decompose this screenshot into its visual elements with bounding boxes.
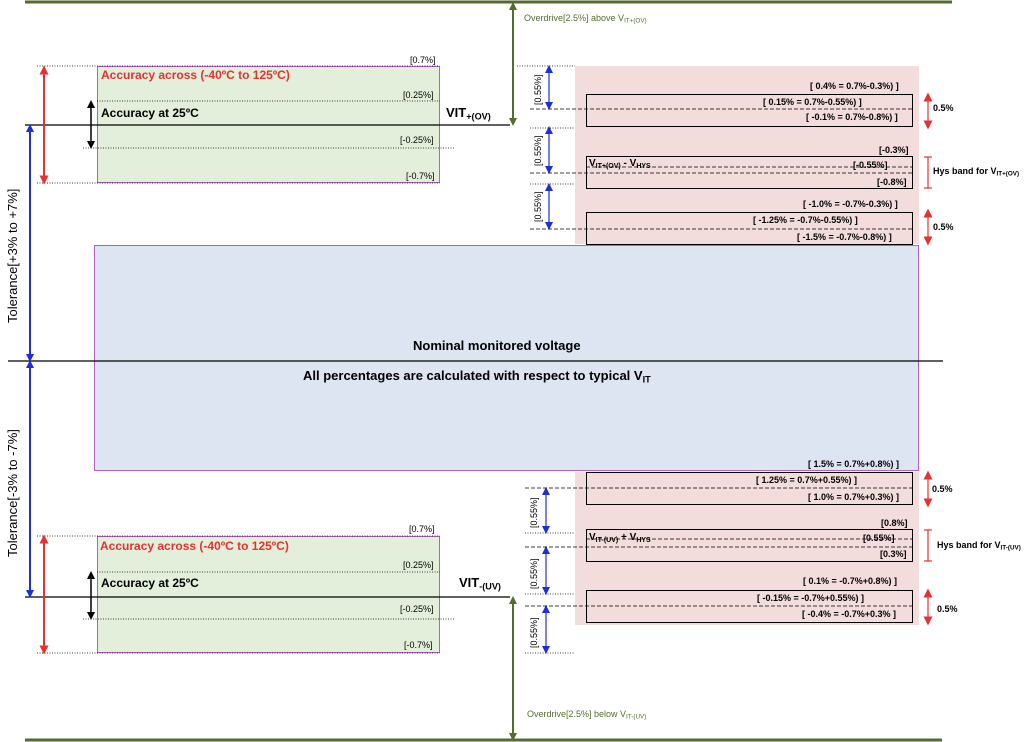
lower-tol-m0-7: [-0.7%] bbox=[404, 640, 433, 650]
lower-hys-box bbox=[586, 529, 913, 562]
upper-accuracy-25: Accuracy at 25ºC bbox=[101, 106, 199, 120]
lower-tol-0-7: [0.7%] bbox=[409, 524, 435, 534]
lower-band2-top: [ 0.1% = -0.7%+0.8%) ] bbox=[803, 576, 898, 586]
lower-gap-2: [0.55%] bbox=[529, 558, 539, 589]
upper-band2-side: 0.5% bbox=[933, 222, 954, 232]
lower-band1-mid: [ 1.25% = 0.7%+0.55%) ] bbox=[756, 475, 858, 485]
lower-hys-formula: VIT-(UV) + VHYS bbox=[589, 532, 651, 544]
upper-band1-mid: [ 0.15% = 0.7%-0.55%) ] bbox=[763, 97, 862, 107]
upper-hys-formula: VIT+(OV) - VHYS bbox=[589, 158, 651, 170]
lower-band2-box bbox=[586, 590, 913, 623]
upper-hys-side: Hys band for VIT+(OV) bbox=[933, 166, 1020, 178]
upper-tol-m0-25: [-0.25%] bbox=[400, 135, 434, 145]
upper-hys-bot: [-0.8%] bbox=[877, 177, 907, 187]
upper-hys-box bbox=[586, 156, 913, 189]
upper-gap-2: [0.55%] bbox=[533, 135, 543, 166]
lower-threshold-panel bbox=[575, 472, 919, 625]
lower-tolerance-label: Tolerance[-3% to -7%] bbox=[5, 429, 20, 557]
upper-band1-side: 0.5% bbox=[933, 103, 954, 113]
upper-band2-box bbox=[586, 212, 913, 245]
percentages-note: All percentages are calculated with resp… bbox=[303, 368, 651, 385]
lower-band2-side: 0.5% bbox=[937, 604, 958, 614]
upper-band2-bot: [ -1.5% = -0.7%-0.8%) ] bbox=[797, 232, 892, 242]
upper-band1-box bbox=[586, 94, 913, 127]
upper-tol-m0-7: [-0.7%] bbox=[406, 171, 435, 181]
lower-hys-side: Hys band for VIT-(UV) bbox=[937, 540, 1021, 552]
upper-accuracy-across: Accuracy across (-40ºC to 125ºC) bbox=[101, 68, 290, 82]
lower-overdrive-label: Overdrive[2.5%] below VIT-(UV) bbox=[527, 709, 647, 721]
upper-band1-bot: [ -0.1% = 0.7%-0.8%) ] bbox=[806, 112, 898, 122]
upper-gap-1: [0.55%] bbox=[533, 74, 543, 105]
upper-tolerance-label: Tolerance[+3% to +7%] bbox=[5, 188, 20, 323]
lower-accuracy-box bbox=[97, 536, 440, 653]
lower-tol-0-25: [0.25%] bbox=[403, 560, 434, 570]
upper-threshold-panel bbox=[575, 66, 919, 244]
lower-gap-1: [0.55%] bbox=[529, 497, 539, 528]
lower-band1-side: 0.5% bbox=[932, 484, 953, 494]
lower-gap-3: [0.55%] bbox=[529, 617, 539, 648]
upper-band2-top: [ -1.0% = -0.7%-0.3%) ] bbox=[803, 199, 898, 209]
lower-hys-mid: [0.55%] bbox=[863, 533, 895, 543]
nominal-voltage-box bbox=[94, 245, 919, 471]
lower-vit-label: VIT-(UV) bbox=[459, 575, 501, 592]
nominal-voltage-label: Nominal monitored voltage bbox=[413, 338, 581, 353]
upper-vit-label: VIT+(OV) bbox=[446, 105, 491, 122]
upper-hys-mid: [-0.55%] bbox=[853, 160, 888, 170]
lower-accuracy-across: Accuracy across (-40ºC to 125ºC) bbox=[100, 539, 289, 553]
upper-hys-top: [-0.3%] bbox=[879, 145, 909, 155]
lower-band1-top: [ 1.5% = 0.7%+0.8%) ] bbox=[808, 459, 900, 469]
lower-accuracy-25: Accuracy at 25ºC bbox=[101, 576, 199, 590]
lower-tol-m0-25: [-0.25%] bbox=[400, 604, 434, 614]
lower-band2-mid: [ -0.15% = -0.7%+0.55%) ] bbox=[757, 593, 865, 603]
lower-band2-bot: [ -0.4% = -0.7%+0.3% ] bbox=[802, 609, 897, 619]
upper-gap-3: [0.55%] bbox=[533, 191, 543, 222]
upper-tol-0-7: [0.7%] bbox=[410, 55, 436, 65]
lower-band1-bot: [ 1.0% = 0.7%+0.3%) ] bbox=[808, 492, 900, 502]
upper-band2-mid: [ -1.25% = -0.7%-0.55%) ] bbox=[753, 215, 858, 225]
upper-tol-0-25: [0.25%] bbox=[403, 90, 434, 100]
lower-band1-box bbox=[586, 472, 913, 505]
upper-overdrive-label: Overdrive[2.5%] above VIT+(OV) bbox=[524, 13, 647, 25]
lower-hys-top: [0.8%] bbox=[881, 518, 908, 528]
lower-hys-bot: [0.3%] bbox=[880, 549, 907, 559]
upper-band1-top: [ 0.4% = 0.7%-0.3%) ] bbox=[810, 81, 899, 91]
